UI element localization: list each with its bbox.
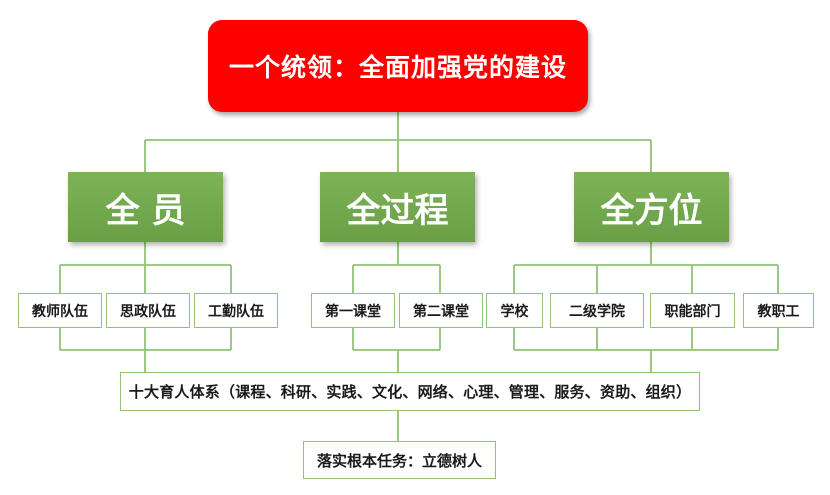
node-leaf-erjixueyuan[interactable]: 二级学院	[550, 293, 644, 328]
node-leaf-zhinengbumen[interactable]: 职能部门	[650, 293, 735, 328]
node-leaf-jiaozhigong[interactable]: 教职工	[743, 293, 814, 328]
node-leaf-xuexiao[interactable]: 学校	[486, 293, 543, 328]
node-pillar-quanyuan[interactable]: 全 员	[68, 172, 223, 242]
node-leaf-dierketang[interactable]: 第二课堂	[399, 293, 483, 328]
node-fundamental-task[interactable]: 落实根本任务：立德树人	[303, 441, 496, 479]
node-leaf-sizhengduiwu[interactable]: 思政队伍	[106, 293, 190, 328]
node-leaf-jiaoshiduiwu[interactable]: 教师队伍	[18, 293, 102, 328]
node-ten-education-systems[interactable]: 十大育人体系（课程、科研、实践、文化、网络、心理、管理、服务、资助、组织）	[120, 372, 700, 411]
node-pillar-quanfangwei[interactable]: 全方位	[574, 172, 729, 242]
node-pillar-quanguocheng[interactable]: 全过程	[320, 172, 475, 242]
node-leaf-diyiketang[interactable]: 第一课堂	[311, 293, 395, 328]
node-leaf-gongqinduiwu[interactable]: 工勤队伍	[194, 293, 278, 328]
node-root-leadership[interactable]: 一个统领：全面加强党的建设	[208, 20, 588, 112]
